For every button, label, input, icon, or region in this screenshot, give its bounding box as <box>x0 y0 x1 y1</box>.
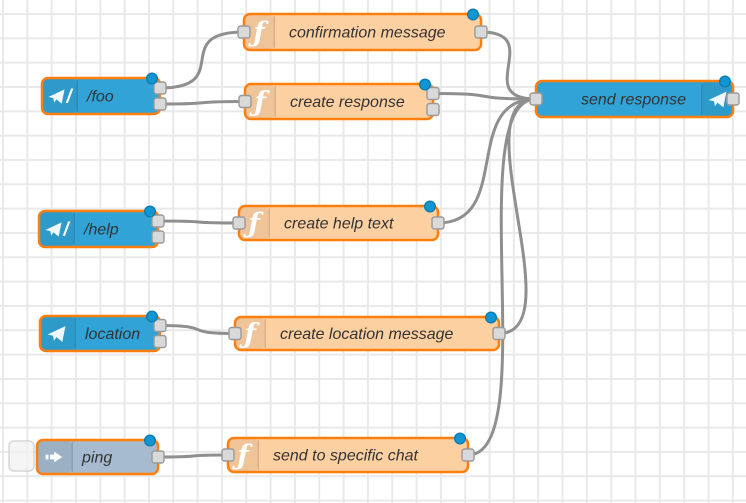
node-body[interactable] <box>233 315 501 352</box>
wire-confirmation-to-send_response[interactable] <box>479 30 538 101</box>
node-body[interactable] <box>40 76 162 116</box>
telegram-plane-icon <box>708 91 727 108</box>
output-port-0[interactable] <box>431 216 445 230</box>
output-port-1[interactable] <box>153 334 167 349</box>
changed-status-dot <box>419 78 432 91</box>
wire-create_help-to-send_response[interactable] <box>436 97 538 225</box>
input-port[interactable] <box>232 216 246 230</box>
wire-create_response-to-send_response[interactable] <box>431 92 538 101</box>
input-port[interactable] <box>237 25 251 39</box>
telegram-plane-icon <box>45 222 62 237</box>
output-port-1[interactable] <box>151 230 165 244</box>
icon-container <box>246 85 276 118</box>
changed-status-dot <box>143 434 156 447</box>
output-port-0[interactable] <box>426 86 440 101</box>
node-body[interactable] <box>37 209 160 249</box>
changed-status-dot <box>145 72 158 85</box>
changed-status-dot <box>485 311 498 324</box>
input-port[interactable] <box>529 92 543 106</box>
wire-send_chat-to-send_response[interactable] <box>466 97 538 457</box>
changed-status-dot <box>467 8 480 21</box>
inject-button[interactable] <box>8 440 35 472</box>
command-slash-icon: / <box>65 87 73 108</box>
output-port-0[interactable] <box>151 450 165 464</box>
wire-help-to-create_help[interactable] <box>156 219 241 225</box>
node-send_response[interactable]: send response <box>529 75 740 119</box>
icon-container <box>229 439 259 471</box>
function-icon: ƒ <box>248 17 269 48</box>
output-port-0[interactable] <box>461 448 475 462</box>
output-port-1[interactable] <box>153 97 167 111</box>
inject-arrow-icon <box>45 451 63 463</box>
function-icon: ƒ <box>243 208 264 239</box>
changed-status-dot <box>424 200 437 213</box>
icon-container <box>240 207 270 239</box>
input-port[interactable] <box>238 94 252 109</box>
function-icon: ƒ <box>239 319 260 350</box>
node-ping[interactable]: ping <box>8 434 165 476</box>
node-body[interactable] <box>226 436 470 474</box>
node-help[interactable]: //help <box>37 205 165 249</box>
icon-container <box>245 15 275 49</box>
output-port-0[interactable] <box>492 326 506 341</box>
output-port-0[interactable] <box>153 81 167 95</box>
telegram-plane-icon <box>47 326 66 342</box>
changed-status-dot <box>143 205 156 218</box>
wire-ping-to-send_chat[interactable] <box>156 453 230 459</box>
wire-location-to-create_location[interactable] <box>158 324 237 335</box>
output-port-0[interactable] <box>153 318 167 333</box>
function-icon: ƒ <box>232 440 253 471</box>
output-port-1[interactable] <box>426 102 440 117</box>
command-slash-icon: / <box>62 220 70 241</box>
icon-container <box>236 318 266 349</box>
changed-status-dot <box>719 75 732 88</box>
changed-status-dot <box>145 310 158 323</box>
wires-layer <box>156 30 538 459</box>
wire-foo-to-confirmation[interactable] <box>158 30 246 90</box>
input-port[interactable] <box>228 326 242 341</box>
output-port-0[interactable] <box>151 214 165 228</box>
changed-status-dot <box>454 432 467 445</box>
node-body[interactable] <box>38 314 162 353</box>
output-port-0[interactable] <box>474 25 488 39</box>
input-port[interactable] <box>221 448 235 462</box>
output-port-0[interactable] <box>726 92 740 106</box>
wire-foo-to-create_response[interactable] <box>158 100 247 106</box>
node-body[interactable] <box>242 12 483 52</box>
node-location[interactable]: location <box>38 310 167 353</box>
function-icon: ƒ <box>249 87 270 118</box>
telegram-plane-icon <box>48 89 65 104</box>
wire-create_location-to-send_response[interactable] <box>497 97 538 335</box>
node-foo[interactable]: //foo <box>40 72 167 116</box>
